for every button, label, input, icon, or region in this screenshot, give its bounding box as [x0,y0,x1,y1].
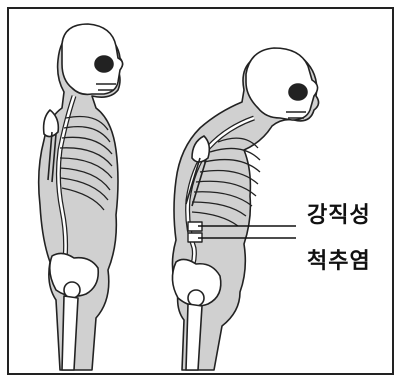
stooped-figure [172,48,318,370]
upright-figure [39,24,123,370]
upright-eye-socket [95,56,113,72]
stooped-eye-socket [289,84,307,100]
label-ankylosing: 강직성 [307,197,371,229]
label-spondylitis: 척추염 [307,243,371,275]
